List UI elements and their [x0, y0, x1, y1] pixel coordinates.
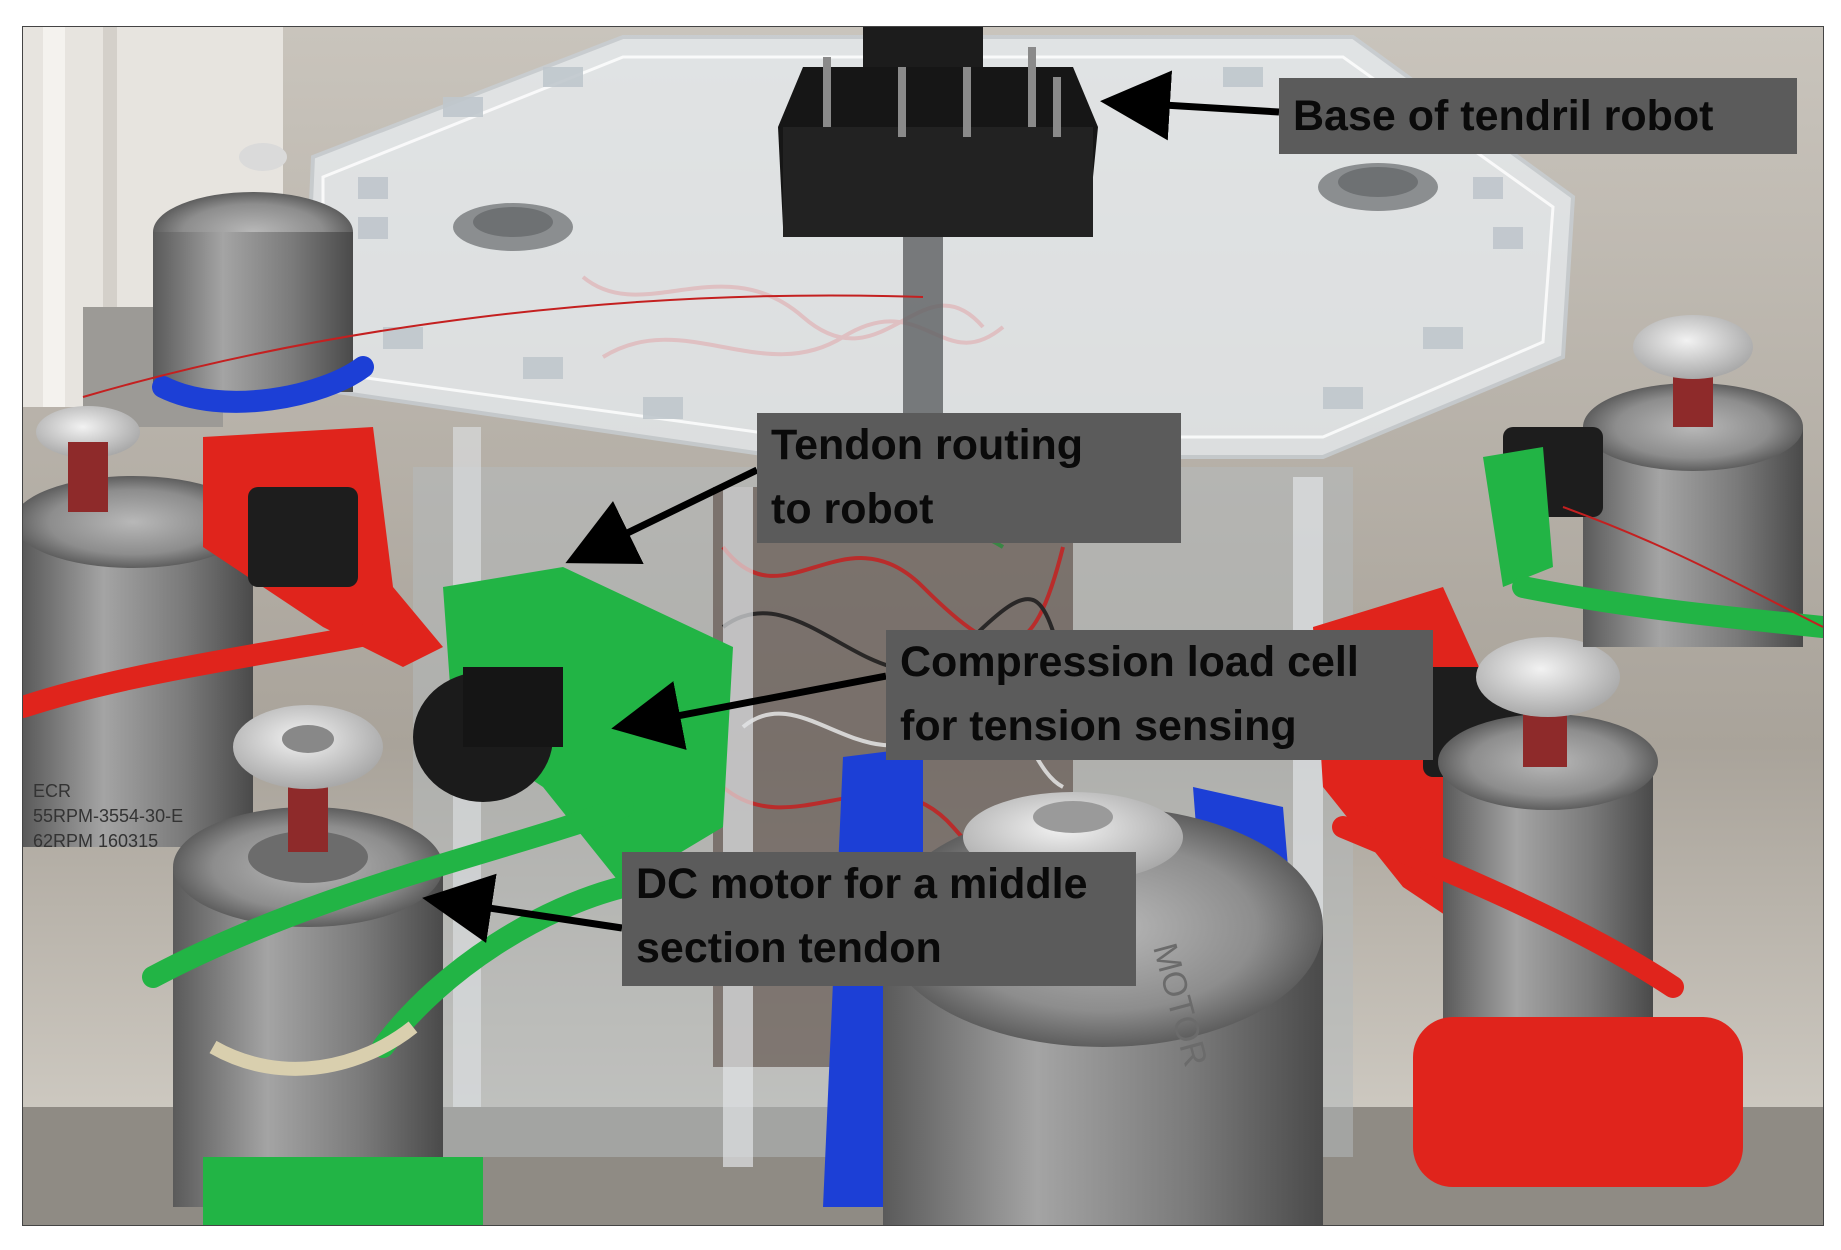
- label-base-of-tendril-robot: Base of tendril robot: [1279, 78, 1797, 154]
- label-text: for tension sensing: [900, 702, 1297, 750]
- motor-label-text: 62RPM 160315: [33, 831, 158, 851]
- motor-label-text: 55RPM-3554-30-E: [33, 806, 183, 826]
- robot-photograph: ECR 55RPM-3554-30-E 62RPM 160315 MOTOR: [22, 26, 1824, 1226]
- label-text: Compression load cell: [900, 638, 1359, 686]
- label-text: DC motor for a middle: [636, 860, 1088, 908]
- label-dc-motor: DC motor for a middle section tendon: [622, 852, 1136, 986]
- label-text: Tendon routing: [771, 421, 1084, 469]
- label-text: to robot: [771, 485, 934, 533]
- label-compression-load-cell: Compression load cell for tension sensin…: [886, 630, 1433, 760]
- label-text: section tendon: [636, 924, 942, 972]
- label-text: Base of tendril robot: [1293, 92, 1714, 140]
- label-tendon-routing: Tendon routing to robot: [757, 413, 1181, 543]
- motor-label-text: ECR: [33, 781, 71, 801]
